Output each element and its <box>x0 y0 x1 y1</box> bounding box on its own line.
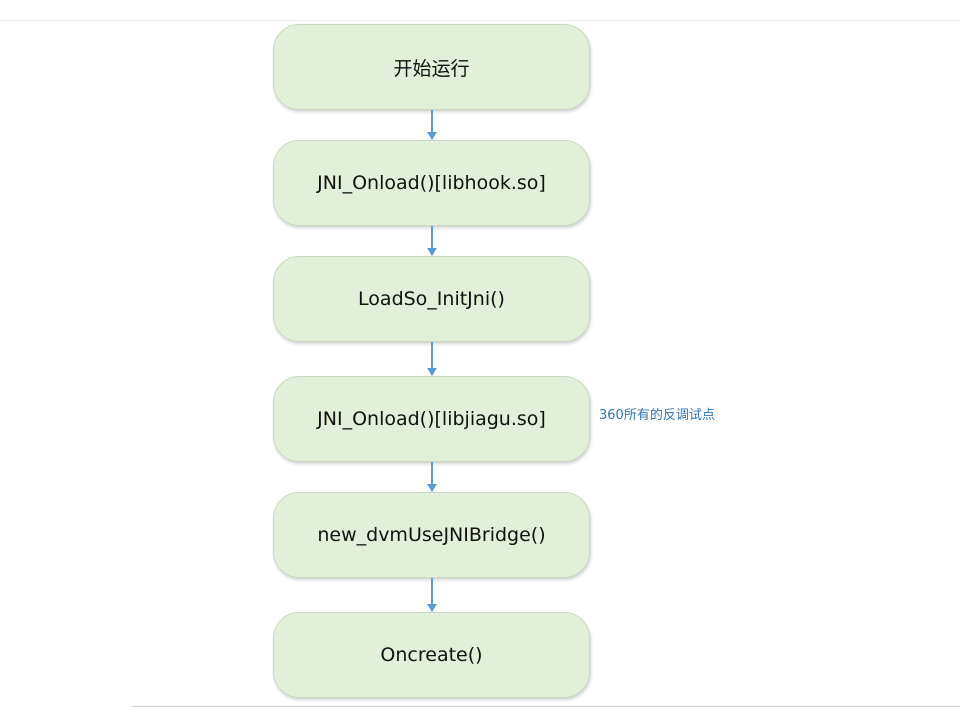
node-label: JNI_Onload()[libhook.so] <box>317 172 546 194</box>
flow-arrow-2 <box>427 226 437 256</box>
flow-node-jni-onload-libjiagu: JNI_Onload()[libjiagu.so] <box>273 376 590 462</box>
node-label: 开始运行 <box>393 57 470 80</box>
flow-node-oncreate: Oncreate() <box>273 612 590 698</box>
node-label: LoadSo_InitJni() <box>358 288 505 310</box>
flow-arrow-4 <box>427 462 437 492</box>
bottom-divider <box>132 706 960 707</box>
annotation-anti-debug: 360所有的反调试点 <box>599 408 715 423</box>
flow-arrow-1 <box>427 110 437 140</box>
node-label: JNI_Onload()[libjiagu.so] <box>317 408 546 430</box>
flow-node-start: 开始运行 <box>273 24 590 110</box>
top-divider <box>0 20 960 21</box>
flow-arrow-5 <box>427 578 437 612</box>
flow-node-dvm-use-jni-bridge: new_dvmUseJNIBridge() <box>273 492 590 578</box>
node-label: new_dvmUseJNIBridge() <box>317 524 546 546</box>
flow-node-jni-onload-libhook: JNI_Onload()[libhook.so] <box>273 140 590 226</box>
flow-arrow-3 <box>427 342 437 376</box>
flow-node-loadso-initjni: LoadSo_InitJni() <box>273 256 590 342</box>
node-label: Oncreate() <box>380 644 483 666</box>
